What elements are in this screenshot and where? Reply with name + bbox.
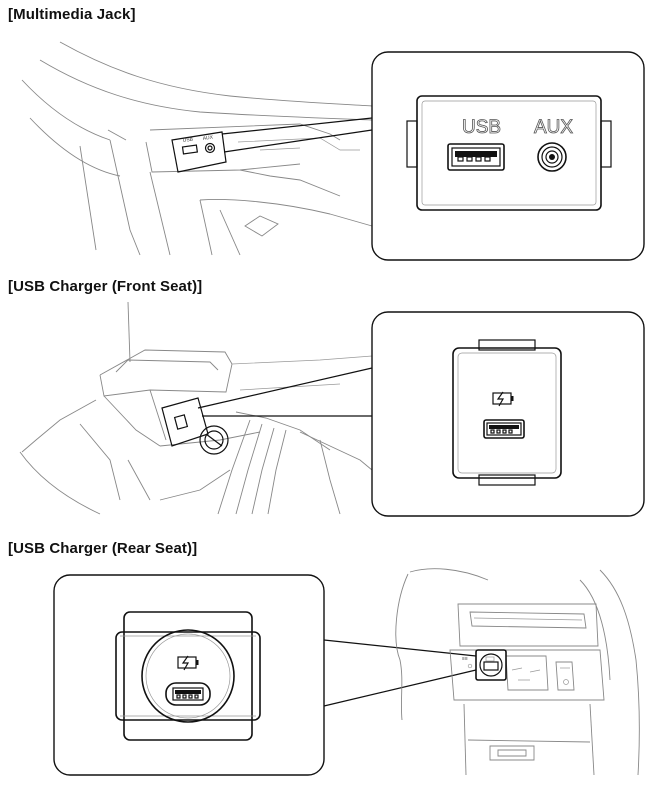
multimedia-console-sketch (21, 41, 373, 256)
front-usb-charger-small (161, 397, 229, 455)
svg-text:≡≡: ≡≡ (462, 656, 468, 662)
front-console-sketch (19, 301, 373, 515)
callout-usb-charger-front (371, 311, 645, 517)
aux-jack-icon (537, 142, 567, 172)
usb-port-icon (165, 682, 211, 706)
aux-label: AUX (534, 117, 573, 138)
section-title-usb-charger-rear: [USB Charger (Rear Seat)] (8, 540, 198, 557)
multimedia-jack-small: USB AUX (171, 131, 227, 173)
multimedia-jack-detail: USB AUX (406, 95, 612, 211)
callout-usb-charger-rear (53, 574, 325, 776)
leader-line (197, 367, 373, 409)
section-title-usb-charger-front: [USB Charger (Front Seat)] (8, 278, 203, 295)
battery-charge-icon (177, 655, 199, 671)
callout-multimedia-jack (371, 51, 645, 261)
rear-usb-charger-small (475, 649, 507, 681)
front-usb-charger-detail (452, 339, 562, 486)
leader-line (323, 669, 477, 707)
section-title-multimedia-jack: [Multimedia Jack] (8, 6, 136, 23)
usb-label: USB (462, 117, 501, 138)
usb-port-icon (447, 143, 505, 171)
leader-line (323, 639, 477, 657)
svg-text:AUX: AUX (202, 135, 214, 142)
leader-line (221, 117, 373, 135)
usb-port-icon (483, 419, 525, 439)
rear-console-sketch: ≡≡ (395, 568, 640, 776)
rear-usb-charger-detail (115, 611, 261, 741)
leader-line (223, 129, 373, 153)
svg-text:USB: USB (182, 137, 194, 144)
battery-charge-icon (492, 391, 514, 407)
